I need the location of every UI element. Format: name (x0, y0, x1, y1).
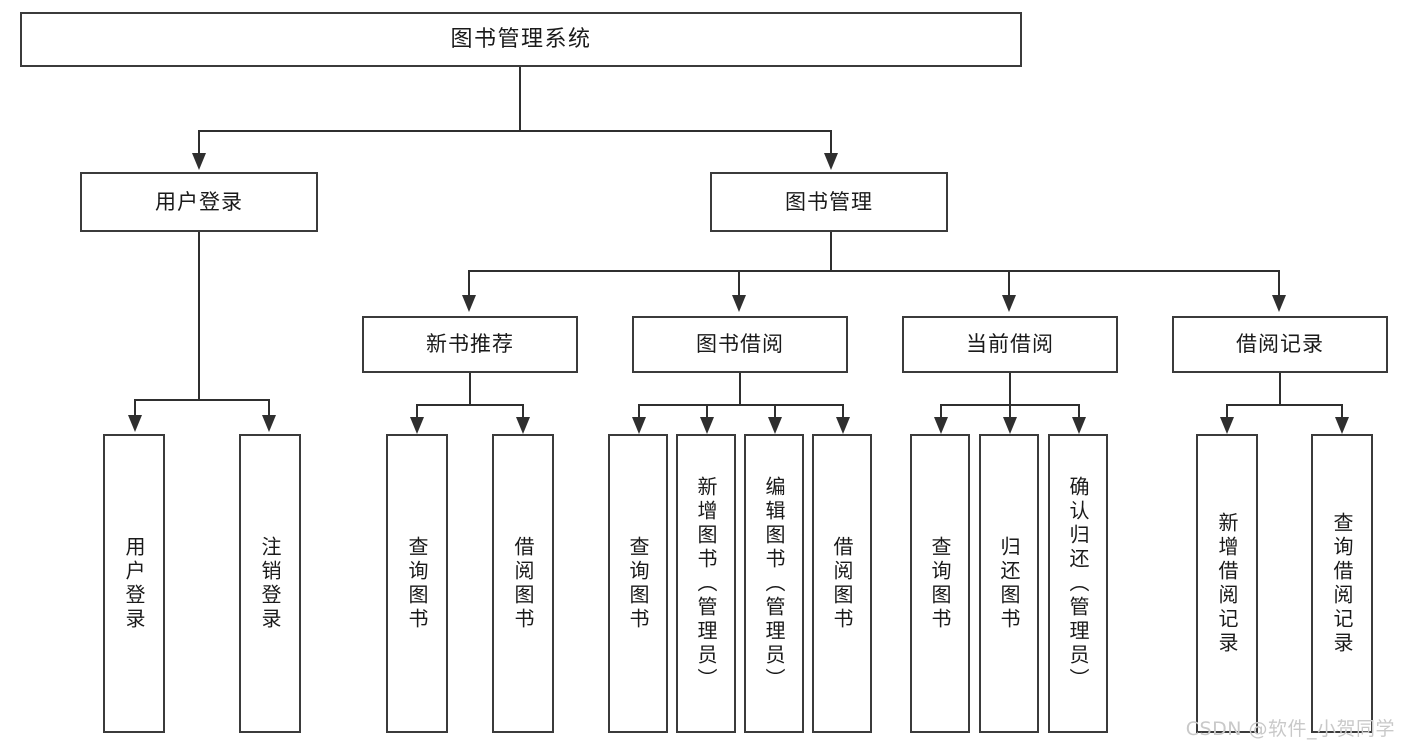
edge-root-stem (519, 67, 521, 131)
node-current-borrow[interactable]: 当前借阅 (902, 316, 1118, 373)
node-new-book-recommend[interactable]: 新书推荐 (362, 316, 578, 373)
arrow-to-new-book-recommend (462, 295, 476, 312)
node-label: 归还图书 (997, 535, 1021, 632)
arrow-user-login-leaf1 (128, 415, 142, 432)
edge-to-book-management (830, 130, 832, 155)
edge-book-management-stem (830, 232, 832, 272)
arrow-bb-leaf3 (768, 417, 782, 434)
edge-cb-leaf3 (1078, 404, 1080, 420)
node-borrow-record[interactable]: 借阅记录 (1172, 316, 1388, 373)
arrow-br-leaf2 (1335, 417, 1349, 434)
arrow-to-current-borrow (1002, 295, 1016, 312)
edge-new-book-recommend-bus (416, 404, 524, 406)
arrow-nbr-leaf1 (410, 417, 424, 434)
edge-borrow-record-bus (1226, 404, 1342, 406)
edge-current-borrow-stem (1009, 373, 1011, 406)
arrow-user-login-leaf2 (262, 415, 276, 432)
edge-to-user-login (198, 130, 200, 155)
arrow-to-borrow-record (1272, 295, 1286, 312)
edge-br-leaf1 (1226, 404, 1228, 420)
arrow-bb-leaf1 (632, 417, 646, 434)
node-label: 图书管理系统 (450, 26, 592, 52)
arrow-br-leaf1 (1220, 417, 1234, 434)
leaf-book-borrow-borrow-book[interactable]: 借阅图书 (812, 434, 872, 733)
node-root-book-management-system[interactable]: 图书管理系统 (20, 12, 1022, 67)
node-book-management[interactable]: 图书管理 (710, 172, 948, 232)
leaf-new-book-query-book[interactable]: 查询图书 (386, 434, 448, 733)
leaf-book-borrow-query-book[interactable]: 查询图书 (608, 434, 668, 733)
edge-user-login-bus (134, 399, 270, 401)
edge-bb-leaf1 (638, 404, 640, 420)
node-user-login[interactable]: 用户登录 (80, 172, 318, 232)
edge-nbr-leaf1 (416, 404, 418, 420)
edge-to-book-borrow (738, 270, 740, 297)
node-label: 查询图书 (928, 535, 952, 632)
edge-to-borrow-record (1278, 270, 1280, 297)
arrow-cb-leaf1 (934, 417, 948, 434)
edge-cb-leaf2 (1009, 404, 1011, 420)
leaf-current-borrow-confirm-return-admin[interactable]: 确认归还（管理员） (1048, 434, 1108, 733)
edge-user-login-leaf2 (268, 399, 270, 417)
leaf-current-borrow-return-book[interactable]: 归还图书 (979, 434, 1039, 733)
arrow-bb-leaf2 (700, 417, 714, 434)
arrow-cb-leaf2 (1003, 417, 1017, 434)
node-label: 查询图书 (626, 535, 650, 632)
arrow-cb-leaf3 (1072, 417, 1086, 434)
node-label: 确认归还（管理员） (1066, 475, 1090, 692)
leaf-borrow-record-add-record[interactable]: 新增借阅记录 (1196, 434, 1258, 733)
leaf-new-book-borrow-book[interactable]: 借阅图书 (492, 434, 554, 733)
arrow-to-book-borrow (732, 295, 746, 312)
edge-bb-leaf3 (774, 404, 776, 420)
leaf-current-borrow-query-book[interactable]: 查询图书 (910, 434, 970, 733)
edge-level2-bus (198, 130, 832, 132)
edge-bb-leaf2 (706, 404, 708, 420)
arrow-nbr-leaf2 (516, 417, 530, 434)
edge-user-login-stem (198, 232, 200, 401)
leaf-user-login-login[interactable]: 用户登录 (103, 434, 165, 733)
node-book-borrow[interactable]: 图书借阅 (632, 316, 848, 373)
node-label: 借阅记录 (1236, 332, 1324, 357)
watermark: CSDN @软件_小贺同学 (1185, 718, 1395, 740)
edge-cb-leaf1 (940, 404, 942, 420)
leaf-book-borrow-edit-book-admin[interactable]: 编辑图书（管理员） (744, 434, 804, 733)
node-label: 当前借阅 (966, 332, 1054, 357)
leaf-user-login-logout[interactable]: 注销登录 (239, 434, 301, 733)
node-label: 图书借阅 (696, 332, 784, 357)
node-label: 编辑图书（管理员） (762, 475, 786, 692)
node-label: 借阅图书 (511, 535, 535, 632)
edge-new-book-recommend-stem (469, 373, 471, 406)
node-label: 新增图书（管理员） (694, 475, 718, 692)
node-label: 用户登录 (155, 189, 243, 214)
edge-book-borrow-bus (638, 404, 842, 406)
arrow-bb-leaf4 (836, 417, 850, 434)
node-label: 用户登录 (122, 535, 146, 632)
node-label: 注销登录 (258, 535, 282, 632)
node-label: 新书推荐 (426, 332, 514, 357)
edge-borrow-record-stem (1279, 373, 1281, 406)
edge-to-current-borrow (1008, 270, 1010, 297)
edge-book-borrow-stem (739, 373, 741, 406)
edge-bb-leaf4 (842, 404, 844, 420)
edge-level3-bus (468, 270, 1280, 272)
node-label: 查询借阅记录 (1330, 511, 1354, 656)
edge-nbr-leaf2 (522, 404, 524, 420)
edge-br-leaf2 (1341, 404, 1343, 420)
node-label: 借阅图书 (830, 535, 854, 632)
arrow-to-book-management (824, 153, 838, 170)
node-label: 新增借阅记录 (1215, 511, 1239, 656)
edge-to-new-book-recommend (468, 270, 470, 297)
arrow-to-user-login (192, 153, 206, 170)
edge-user-login-leaf1 (134, 399, 136, 417)
leaf-book-borrow-add-book-admin[interactable]: 新增图书（管理员） (676, 434, 736, 733)
node-label: 图书管理 (785, 189, 873, 214)
leaf-borrow-record-query-record[interactable]: 查询借阅记录 (1311, 434, 1373, 733)
node-label: 查询图书 (405, 535, 429, 632)
